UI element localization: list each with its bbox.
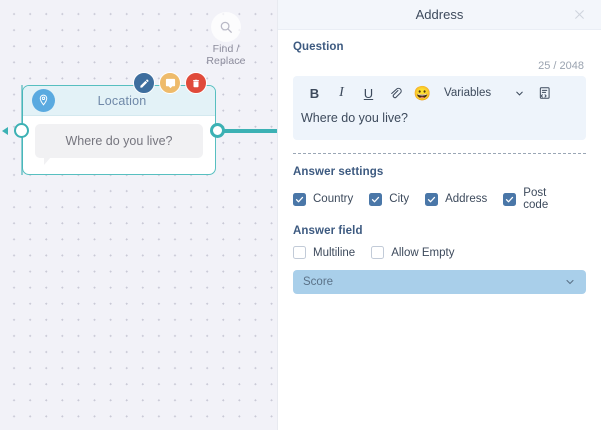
location-pin-icon — [32, 89, 55, 112]
node-header: Location — [23, 86, 215, 116]
node-comment-button[interactable] — [159, 72, 181, 94]
underline-button[interactable]: U — [363, 85, 374, 101]
answer-field-label: Answer field — [293, 225, 363, 237]
flow-canvas[interactable]: Find /Replace — [0, 0, 277, 430]
editor-toolbar: B I U 😀 Variables — [301, 82, 578, 104]
checkbox-box — [371, 246, 385, 259]
score-select-value: Score — [303, 276, 334, 288]
search-icon[interactable] — [211, 12, 241, 42]
node-delete-button[interactable] — [185, 72, 207, 94]
check-icon — [427, 196, 436, 202]
flow-node-location[interactable]: Location Where do you live? — [22, 85, 216, 175]
checkbox-label: City — [389, 193, 410, 205]
checkbox-multiline[interactable]: Multiline — [293, 246, 355, 259]
link-icon[interactable] — [382, 83, 409, 104]
page-title: Address — [415, 7, 464, 22]
checkbox-label: Multiline — [313, 246, 356, 259]
node-body: Where do you live? — [23, 116, 215, 174]
answer-settings-label: Answer settings — [293, 166, 384, 178]
chevron-down-icon — [566, 279, 574, 285]
find-replace-tool[interactable]: Find /Replace — [200, 12, 252, 67]
check-icon — [506, 196, 514, 202]
node-title: Location — [97, 93, 147, 108]
check-icon — [295, 196, 304, 202]
checkbox-post-code[interactable]: Post code — [503, 187, 570, 211]
node-edit-button[interactable] — [133, 72, 155, 94]
checkbox-label: Post code — [523, 187, 549, 211]
question-section-label: Question — [293, 41, 344, 53]
question-text[interactable]: Where do you live? — [301, 111, 409, 125]
checkbox-label: Address — [445, 193, 488, 205]
checkbox-box — [503, 192, 517, 206]
character-counter: 25 / 2048 — [538, 60, 584, 72]
question-editor[interactable]: B I U 😀 Variables — [293, 76, 586, 140]
checkbox-box — [293, 246, 306, 259]
checkbox-address[interactable]: Address — [425, 192, 488, 206]
checkbox-label: Allow Empty — [391, 246, 455, 259]
checkbox-box — [293, 192, 306, 206]
bold-button[interactable]: B — [309, 85, 320, 101]
node-action-buttons — [133, 72, 207, 94]
checkbox-label: Country — [313, 193, 354, 205]
variables-dropdown[interactable]: Variables — [444, 87, 525, 99]
emoji-smile-icon[interactable]: 😀 — [413, 85, 432, 101]
code-snippet-icon[interactable] — [531, 83, 558, 104]
node-output-connector[interactable] — [210, 123, 225, 138]
panel-header: Address — [278, 0, 601, 30]
chevron-down-icon — [516, 91, 523, 96]
checkbox-box — [425, 192, 439, 206]
answer-settings-checkboxes: Country City Addre — [293, 187, 586, 211]
properties-panel: Address Question 25 / 2048 B I U — [277, 0, 601, 430]
variables-label: Variables — [444, 87, 492, 99]
node-question-bubble[interactable]: Where do you live? — [35, 124, 203, 165]
checkbox-country[interactable]: Country — [293, 192, 354, 206]
find-replace-label: Find /Replace — [206, 43, 246, 67]
node-input-connector[interactable] — [14, 123, 29, 138]
close-icon[interactable] — [571, 7, 587, 23]
node-output-wire — [224, 128, 277, 133]
score-select[interactable]: Score — [293, 270, 586, 294]
section-divider — [293, 153, 586, 154]
checkbox-city[interactable]: City — [369, 192, 410, 206]
checkbox-box — [369, 192, 383, 206]
check-icon — [372, 196, 380, 202]
italic-button[interactable]: I — [339, 85, 344, 100]
answer-field-checkboxes: Multiline Allow Empty — [293, 246, 586, 259]
checkbox-allow-empty[interactable]: Allow Empty — [371, 246, 454, 259]
panel-body: Question 25 / 2048 B I U 😀 Variables — [278, 30, 601, 430]
